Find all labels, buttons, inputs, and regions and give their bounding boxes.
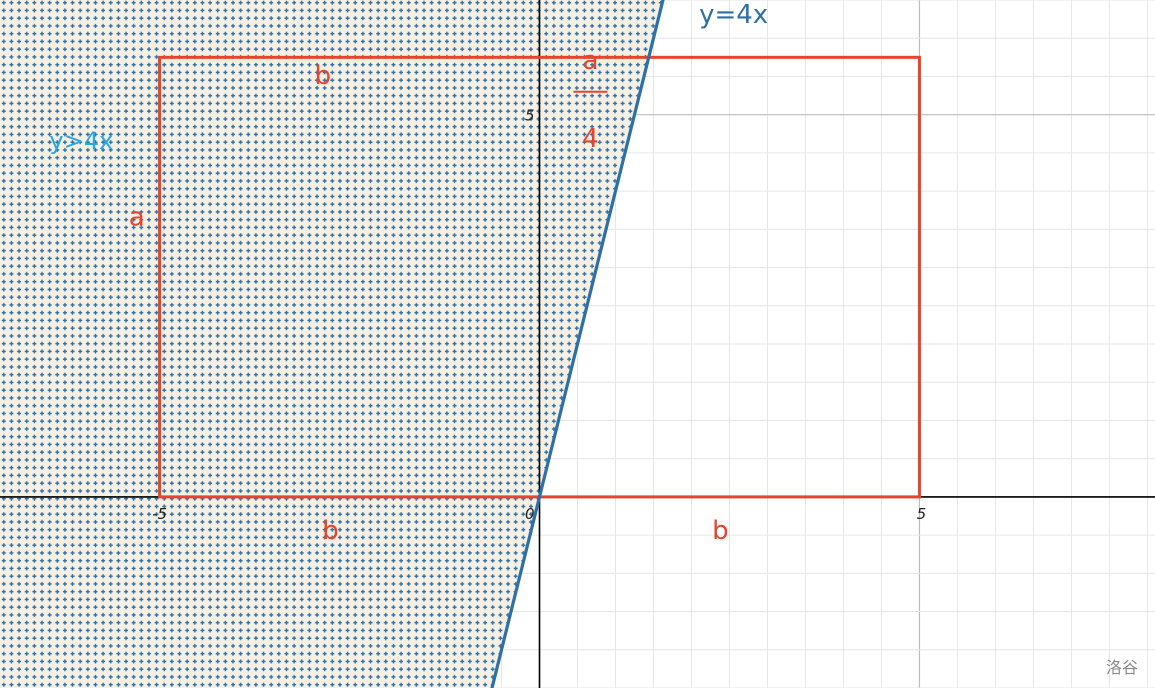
fraction-denominator: 4 <box>582 124 599 154</box>
label-top-b: b <box>315 61 332 91</box>
y-tick-pos5: 5 <box>525 107 535 125</box>
shaded-region-pattern <box>0 0 663 688</box>
fraction-numerator: a <box>582 46 598 76</box>
x-tick-zero: 0 <box>525 505 535 523</box>
line-label: y=4x <box>699 0 768 30</box>
line-y-equals-4x <box>490 0 665 688</box>
x-tick-pos5: 5 <box>917 505 927 523</box>
region-label: y>4x <box>49 127 113 155</box>
fraction-a-over-4: a 4 <box>573 46 608 154</box>
x-tick-neg5: -5 <box>152 505 167 523</box>
label-bottom-left-b: b <box>322 516 339 546</box>
watermark: 洛谷 <box>1106 658 1138 677</box>
label-left-a: a <box>129 203 145 233</box>
label-bottom-right-b: b <box>712 516 729 546</box>
